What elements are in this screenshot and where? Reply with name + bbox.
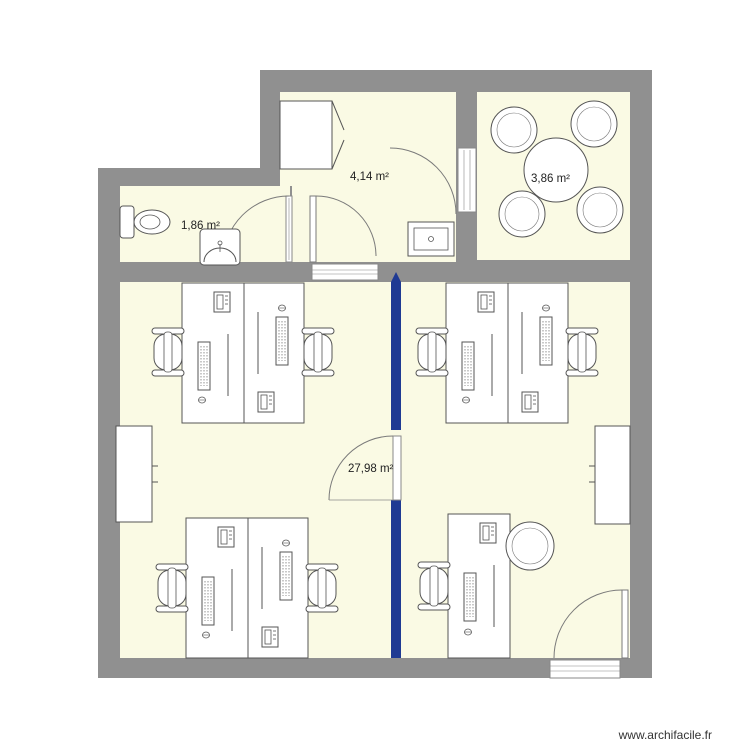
hall-cabinet (279, 100, 345, 170)
area-label-kitchen: 3,86 m² (531, 173, 570, 185)
hall-sink (407, 221, 455, 257)
desk-cluster-top-right (415, 282, 599, 424)
toilet (119, 205, 171, 239)
round-table (490, 100, 624, 238)
doors (222, 147, 629, 679)
partition-wall (391, 272, 401, 658)
desk-cluster-bottom-left (155, 517, 339, 659)
desk-cluster-top-left (151, 282, 335, 424)
area-label-office: 27,98 m² (348, 463, 394, 475)
wc-sink (199, 228, 241, 266)
area-label-wc: 1,86 m² (181, 220, 220, 232)
desk-bottom-right (417, 513, 555, 659)
area-label-hall: 4,14 m² (350, 171, 389, 183)
cabinet-left (115, 425, 158, 523)
cabinet-right (589, 425, 631, 525)
credit-text: www.archifacile.fr (618, 728, 712, 742)
